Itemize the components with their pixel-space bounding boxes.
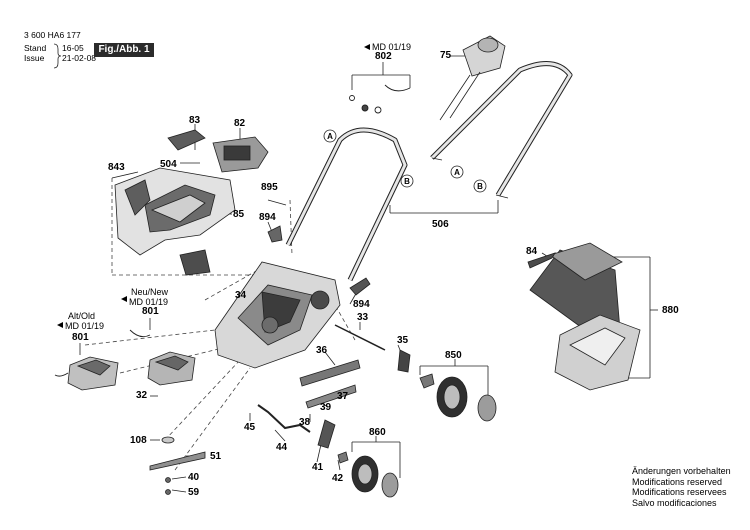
md-note-left: MD 01/19 <box>65 321 105 331</box>
marker-b-right <box>473 179 487 193</box>
control-box-drawing <box>439 35 506 121</box>
header-brace <box>53 43 62 69</box>
part-35: 35 <box>397 335 409 346</box>
neu-new-note: Neu/New <box>131 287 169 297</box>
small-parts-drawing <box>149 157 509 495</box>
doc-number: 3 600 HA6 177 <box>24 30 81 40</box>
footer-notice: Änderungen vorbehalten Modifications res… <box>632 466 731 508</box>
grass-box-drawing <box>527 242 641 391</box>
part-843: 843 <box>108 162 125 173</box>
part-39: 39 <box>320 402 332 413</box>
motor-cover-drawing <box>114 167 236 276</box>
footer-line: Salvo modificaciones <box>632 497 717 508</box>
part-41: 41 <box>312 462 324 473</box>
front-wheel-860-drawing <box>351 455 399 498</box>
part-894-upper: 894 <box>259 212 276 223</box>
marker-a-right <box>450 165 464 179</box>
marker-b-left <box>400 174 414 188</box>
part-801-new: 801 <box>142 306 159 317</box>
issue-label: Issue <box>24 53 45 63</box>
marker-b-left-text: B <box>404 177 410 186</box>
part-32: 32 <box>136 390 148 401</box>
part-880: 880 <box>662 305 679 316</box>
part-84: 84 <box>526 246 538 257</box>
stand-label: Stand <box>24 43 47 53</box>
part-40: 40 <box>188 472 200 483</box>
part-82: 82 <box>234 118 246 129</box>
cable-802-drawing <box>349 84 411 114</box>
alt-old-note: Alt/Old <box>68 311 96 321</box>
issue-value: 21-02-08 <box>62 53 97 63</box>
part-75: 75 <box>440 50 452 61</box>
switch-parts-drawing <box>167 129 269 173</box>
part-59: 59 <box>188 487 200 498</box>
motor-unit-801-old <box>67 356 119 391</box>
part-42: 42 <box>332 473 344 484</box>
part-36: 36 <box>316 345 328 356</box>
dashed-leaders <box>84 178 356 471</box>
figure-label: Fig./Abb. 1 <box>94 43 154 57</box>
part-894-lower: 894 <box>353 299 370 310</box>
footer-line: Modifications reservees <box>632 487 727 497</box>
part-108: 108 <box>130 435 147 446</box>
stand-value: 16-05 <box>62 43 84 53</box>
md-arrows <box>57 44 370 328</box>
leader-lines <box>79 55 658 493</box>
md-note-top: MD 01/19 <box>372 42 412 52</box>
assembly-markers <box>323 129 487 193</box>
part-34: 34 <box>235 290 247 301</box>
part-895: 895 <box>261 182 278 193</box>
part-850: 850 <box>445 350 462 361</box>
marker-b-right-text: B <box>477 182 483 191</box>
part-38: 38 <box>299 417 311 428</box>
marker-a-left <box>323 129 337 143</box>
md-note-mid: MD 01/19 <box>129 297 169 307</box>
part-504: 504 <box>160 159 177 170</box>
part-506: 506 <box>432 219 449 230</box>
part-83: 83 <box>189 115 201 126</box>
footer-line: Änderungen vorbehalten <box>632 466 731 476</box>
marker-a-left-text: A <box>327 132 333 141</box>
part-44: 44 <box>276 442 288 453</box>
mower-deck-drawing <box>214 261 341 369</box>
part-801-old: 801 <box>72 332 89 343</box>
part-45: 45 <box>244 422 256 433</box>
marker-a-right-text: A <box>454 168 460 177</box>
part-802: 802 <box>375 51 392 62</box>
footer-line: Modifications reserved <box>632 476 723 487</box>
part-37: 37 <box>337 391 349 402</box>
part-33: 33 <box>357 312 369 323</box>
part-860: 860 <box>369 427 386 438</box>
rear-wheel-850-drawing <box>436 376 497 422</box>
part-85: 85 <box>233 209 245 220</box>
motor-unit-801-new <box>147 351 196 386</box>
part-51: 51 <box>210 451 222 462</box>
